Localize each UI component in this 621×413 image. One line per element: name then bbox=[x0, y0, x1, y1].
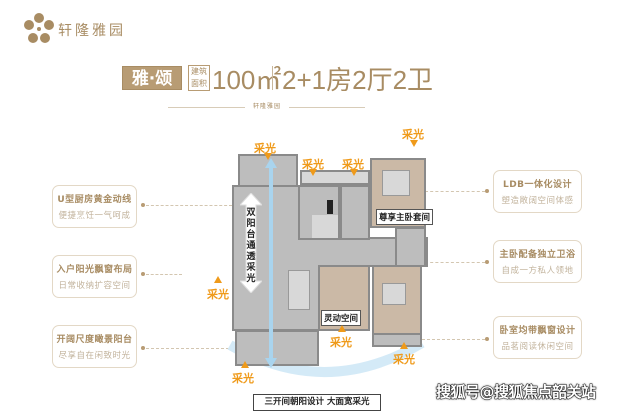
connector-dot bbox=[141, 203, 145, 207]
daylight-label: 采光 bbox=[402, 128, 424, 141]
daylight-arrow-icon bbox=[410, 140, 418, 147]
feature-subtitle: 品茗阅读休闲空间 bbox=[501, 342, 574, 352]
daylight-arrow-icon bbox=[309, 169, 317, 176]
daylight-label: 采光 bbox=[393, 353, 415, 366]
feature-subtitle: 日常收纳扩容空间 bbox=[58, 281, 131, 291]
dual-balcony-label: 双阳台通透采光 bbox=[246, 208, 256, 284]
ornament-text: 轩隆雅园 bbox=[245, 101, 289, 110]
watermark: 搜狐号@搜狐焦点韶关站 bbox=[436, 383, 597, 402]
daylight-label: 采光 bbox=[342, 158, 364, 171]
daylight-label: 采光 bbox=[330, 336, 352, 349]
connector-line bbox=[146, 348, 234, 349]
daylight-arrow-icon bbox=[400, 342, 408, 349]
feature-card-ensuite: 主卧配备独立卫浴 自成一方私人领地 bbox=[493, 240, 582, 283]
daylight-label: 采光 bbox=[207, 288, 229, 301]
connector-dot bbox=[485, 189, 489, 193]
daylight-label: 采光 bbox=[232, 372, 254, 385]
area-label: 建筑面积 bbox=[188, 65, 210, 91]
brand-name: 轩隆雅园 bbox=[58, 23, 126, 39]
daylight-arrow-icon bbox=[264, 153, 272, 160]
master-bedroom-label: 尊享主卧套间 bbox=[376, 209, 434, 225]
feature-title: U型厨房黄金动线 bbox=[57, 195, 132, 205]
dual-balcony-arrow-icon bbox=[240, 193, 262, 293]
connector-line bbox=[146, 274, 182, 275]
feature-subtitle: 自成一方私人领地 bbox=[501, 266, 574, 276]
sofa bbox=[288, 270, 310, 310]
flex-room-label: 灵动空间 bbox=[321, 310, 362, 326]
kitchen-counter bbox=[312, 215, 338, 238]
second-bed bbox=[382, 283, 406, 305]
airflow-double-arrow-icon bbox=[265, 158, 277, 368]
fridge bbox=[327, 200, 333, 214]
connector-line bbox=[425, 191, 485, 192]
connector-line bbox=[146, 205, 232, 206]
daylight-label: 采光 bbox=[254, 142, 276, 155]
connector-dot bbox=[141, 272, 145, 276]
bathroom bbox=[340, 185, 370, 240]
feature-card-ldb: LDB一体化设计 塑造敞阔空间体感 bbox=[493, 170, 582, 213]
feature-card-bay-windows: 卧室均带飘窗设计 品茗阅读休闲空间 bbox=[493, 316, 582, 359]
feature-title: 入户阳光飘窗布局 bbox=[56, 265, 133, 275]
connector-dot bbox=[485, 337, 489, 341]
daylight-label: 采光 bbox=[302, 158, 324, 171]
feature-card-balcony: 开阔尺度瞰景阳台 尽享自在闲致时光 bbox=[52, 325, 137, 368]
feature-card-bay-window: 入户阳光飘窗布局 日常收纳扩容空间 bbox=[52, 255, 137, 298]
feature-title: 卧室均带飘窗设计 bbox=[499, 326, 576, 336]
feature-subtitle: 塑造敞阔空间体感 bbox=[501, 196, 574, 206]
feature-title: 开阔尺度瞰景阳台 bbox=[56, 335, 133, 345]
bottom-balcony bbox=[235, 330, 319, 366]
daylight-arrow-icon bbox=[214, 276, 222, 283]
logo-flower-icon bbox=[24, 13, 54, 43]
feature-title: LDB一体化设计 bbox=[502, 180, 573, 190]
master-bed bbox=[382, 170, 410, 196]
daylight-arrow-icon bbox=[338, 325, 346, 332]
feature-subtitle: 尽享自在闲致时光 bbox=[58, 351, 131, 361]
daylight-arrow-icon bbox=[241, 361, 249, 368]
header-divider bbox=[272, 66, 273, 90]
layout-title: 2+1房2厅2卫 bbox=[282, 65, 434, 95]
feature-card-kitchen: U型厨房黄金动线 便捷烹饪一气呵成 bbox=[52, 185, 137, 228]
feature-title: 主卧配备独立卫浴 bbox=[499, 250, 576, 260]
connector-line bbox=[422, 339, 485, 340]
floor-plan-caption: 三开间朝阳设计 大面宽采光 bbox=[253, 394, 381, 411]
connector-dot bbox=[485, 260, 489, 264]
connector-line bbox=[425, 262, 485, 263]
ensuite-bathroom bbox=[395, 227, 426, 267]
area-value: 100㎡ bbox=[212, 65, 282, 95]
unit-type-badge: 雅·颂 bbox=[122, 66, 182, 90]
feature-subtitle: 便捷烹饪一气呵成 bbox=[58, 211, 131, 221]
daylight-arrow-icon bbox=[350, 169, 358, 176]
bedroom-bay-window bbox=[372, 333, 422, 347]
connector-dot bbox=[141, 346, 145, 350]
